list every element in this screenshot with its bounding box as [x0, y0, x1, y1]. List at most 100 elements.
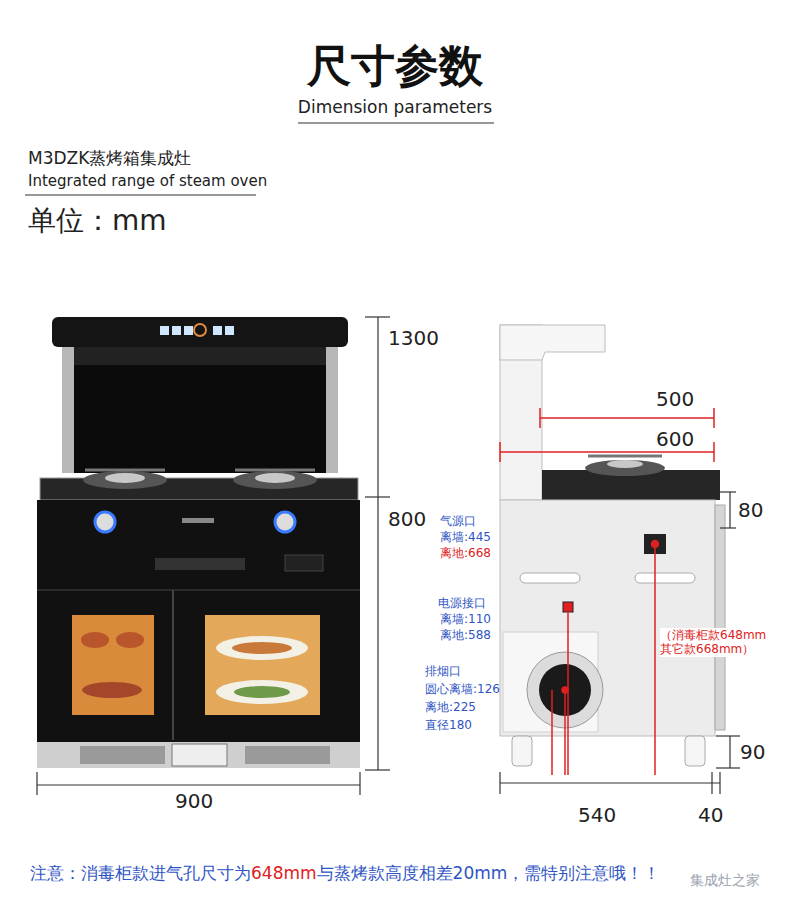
front-stove-illustration — [216, 680, 308, 704]
dimension-label: 80 — [738, 498, 763, 522]
front-stove-illustration — [74, 345, 326, 473]
note-text: 648mm — [251, 863, 317, 883]
front-stove-illustration — [105, 473, 145, 483]
red-dimension-line — [540, 417, 714, 419]
side-stove-illustration — [500, 500, 715, 736]
side-stove-illustration — [635, 573, 695, 583]
callout-label: 离地:668 — [440, 546, 491, 560]
red-dimension-line — [654, 544, 656, 775]
dimension-label: 600 — [656, 427, 694, 451]
dimension-line — [720, 491, 736, 492]
dimension-line — [365, 316, 390, 317]
dimension-line — [37, 317, 390, 795]
subtitle: Dimension parameters — [0, 97, 790, 117]
front-stove-illustration — [326, 345, 338, 473]
front-stove-illustration — [85, 469, 165, 472]
front-stove-illustration — [285, 555, 323, 571]
front-stove-illustration — [74, 345, 326, 365]
front-stove-illustration — [172, 744, 227, 766]
front-stove-illustration — [155, 558, 245, 570]
front-stove-illustration — [72, 615, 154, 715]
front-stove-illustration — [160, 326, 169, 335]
red-dimension-line — [500, 408, 714, 775]
dimension-label: 900 — [175, 789, 213, 813]
dimension-label: 800 — [388, 507, 426, 531]
dimension-line — [359, 772, 360, 795]
dimension-label: 90 — [740, 740, 765, 764]
red-dimension-line — [551, 690, 553, 775]
front-stove-illustration — [83, 471, 167, 489]
front-stove-illustration — [232, 642, 292, 654]
callout-label: 排烟口 — [425, 664, 461, 678]
side-stove-illustration — [588, 455, 662, 458]
product-name: M3DZK蒸烤箱集成灶 — [28, 148, 191, 168]
callout-label: 离墙:445 — [440, 530, 491, 544]
front-stove-illustration — [255, 473, 295, 483]
front-stove-illustration — [95, 512, 115, 532]
dimension-label: 540 — [578, 803, 616, 827]
red-dimension-line — [564, 690, 566, 775]
note-line: 注意：消毒柜款进气孔尺寸为648mm与蒸烤款高度相差20mm，需特别注意哦！！ — [30, 862, 660, 885]
dimension-line — [716, 735, 740, 736]
header-rule — [298, 123, 494, 124]
red-dimension-line — [539, 408, 541, 428]
front-stove-illustration — [37, 742, 360, 768]
front-stove-illustration — [235, 469, 315, 472]
dimension-line — [37, 784, 360, 785]
dimension-line — [500, 782, 720, 783]
dimension-line — [365, 496, 390, 497]
front-stove-illustration — [233, 471, 317, 489]
front-stove-illustration — [275, 512, 295, 532]
dimension-label: 500 — [656, 387, 694, 411]
side-stove-illustration — [607, 460, 643, 468]
front-stove-illustration — [216, 636, 308, 660]
front-stove-illustration — [245, 746, 330, 764]
dimension-line — [499, 772, 500, 794]
front-stove-illustration — [37, 590, 360, 591]
watermark: 集成灶之家 — [690, 872, 760, 889]
title: 尺寸参数 — [0, 40, 790, 93]
dimension-line — [36, 772, 37, 795]
front-stove-illustration — [37, 500, 360, 742]
front-stove-illustration — [172, 590, 174, 740]
callout-label: 电源接口 — [438, 596, 486, 610]
note-text: 注意：消毒柜款进气孔尺寸为 — [30, 862, 251, 885]
dimension-line — [729, 492, 730, 528]
red-dimension-line — [499, 442, 501, 462]
callout-label: 圆心离墙:126 — [425, 682, 500, 696]
dimension-line — [719, 772, 720, 794]
red-dimension-line — [500, 451, 714, 453]
front-stove-illustration — [194, 324, 206, 336]
side-stove-illustration — [715, 505, 725, 730]
header-rule — [25, 195, 256, 196]
front-stove-illustration — [172, 326, 181, 335]
product-name-en: Integrated range of steam oven — [28, 172, 267, 190]
side-stove-illustration — [500, 325, 605, 360]
front-stove-illustration — [182, 518, 214, 523]
front-stove-illustration — [82, 682, 142, 698]
dimension-label: 1300 — [388, 326, 439, 350]
front-stove-illustration — [184, 326, 193, 335]
header-rule — [25, 123, 494, 195]
note-text: 与蒸烤款高度相差20mm，需特别注意哦！！ — [317, 862, 661, 885]
unit-label: 单位：mm — [28, 204, 167, 238]
dimension-line — [377, 317, 378, 770]
callout-note: （消毒柜款648mm 其它款668mm） — [660, 628, 782, 657]
front-stove-illustration — [213, 326, 222, 335]
side-stove-illustration — [512, 736, 532, 766]
dimension-line — [365, 769, 390, 770]
dimension-line — [729, 736, 730, 768]
front-stove-illustration — [62, 345, 74, 473]
dimension-line — [716, 767, 740, 768]
red-dimension-line — [713, 408, 715, 428]
callout-label: 离地:225 — [425, 700, 476, 714]
side-stove-illustration — [685, 736, 705, 766]
front-stove-illustration — [225, 326, 234, 335]
callout-label: 离墙:110 — [440, 612, 491, 626]
front-stove-illustration — [37, 317, 360, 768]
callout-label: 直径180 — [425, 718, 472, 732]
front-stove-illustration — [52, 317, 348, 347]
callout-label: 气源口 — [440, 514, 476, 528]
front-stove-illustration — [116, 632, 144, 648]
